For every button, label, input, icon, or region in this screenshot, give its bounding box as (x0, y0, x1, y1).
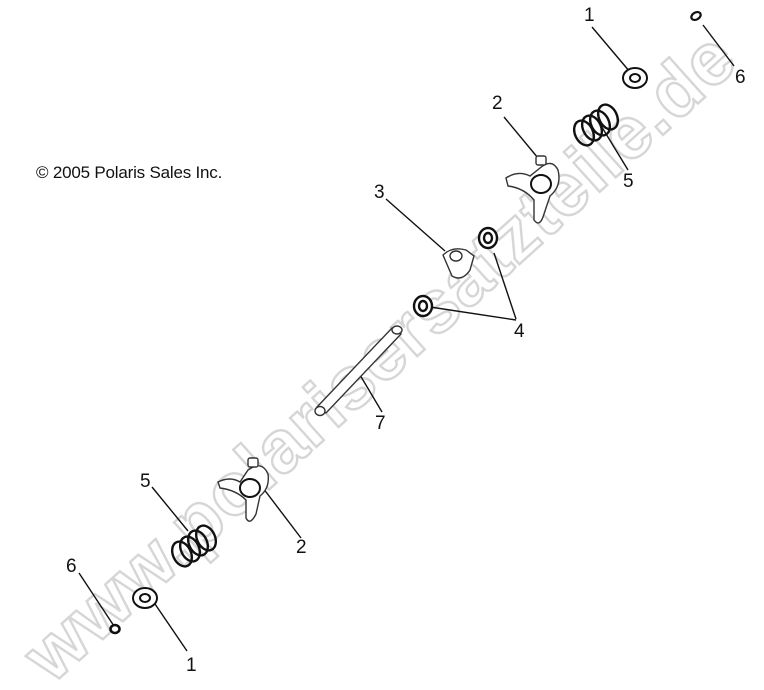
leader-line (78, 572, 115, 627)
e-clip-icon (109, 623, 121, 635)
roller-icon (477, 226, 499, 250)
spring-icon (170, 524, 218, 568)
spring-icon (572, 103, 620, 147)
callout-2-bottom: 2 (296, 537, 307, 558)
shift-fork-icon (217, 457, 270, 522)
callout-5-top: 5 (623, 171, 634, 192)
callout-1-bottom: 1 (186, 655, 197, 676)
leader-line (702, 24, 735, 67)
washer-icon (132, 587, 158, 609)
e-clip-icon (690, 10, 702, 22)
washer-icon (622, 67, 648, 89)
leader-line (262, 487, 302, 539)
leader-line (591, 26, 631, 73)
callout-4: 4 (514, 321, 525, 342)
callout-3: 3 (374, 182, 385, 203)
callout-6-top: 6 (735, 67, 746, 88)
copyright-notice: © 2005 Polaris Sales Inc. (36, 163, 223, 182)
shift-fork-icon (505, 155, 560, 224)
callout-6-bottom: 6 (66, 556, 77, 577)
callout-7: 7 (375, 413, 386, 434)
roller-icon (412, 294, 434, 318)
shift-shaft-icon (314, 325, 403, 417)
leader-line (429, 306, 517, 321)
callout-5-bottom: 5 (140, 471, 151, 492)
shift-fork-center-icon (442, 248, 475, 279)
leader-line (493, 252, 517, 320)
callout-2-top: 2 (492, 93, 503, 114)
leader-line (385, 198, 446, 252)
leader-line (154, 603, 188, 652)
callout-1-top: 1 (584, 5, 595, 26)
leader-line (359, 374, 383, 413)
leader-line (599, 123, 629, 171)
leader-line (151, 486, 189, 532)
